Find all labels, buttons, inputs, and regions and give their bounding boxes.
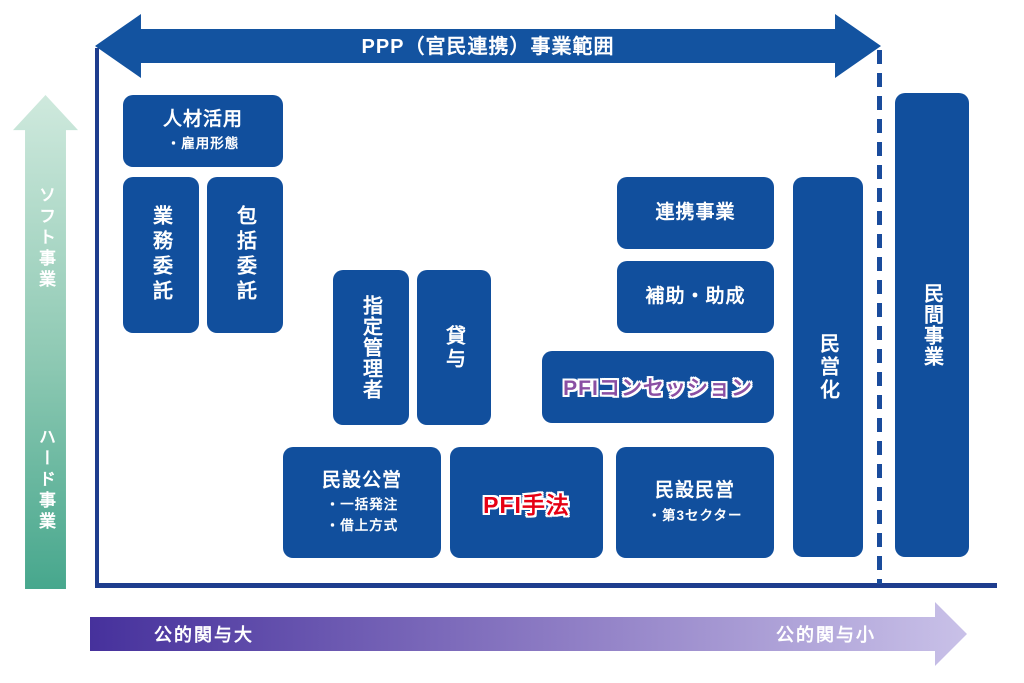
box-title: 連携事業: [655, 202, 736, 224]
box-shitei-kanrisha: 指定管理者: [333, 270, 409, 425]
box-bullet: ・一括発注: [325, 497, 399, 513]
box-minsetsu-minei: 民設民営 ・第3セクター: [616, 447, 774, 558]
box-title: 民設公営: [321, 469, 402, 491]
box-bullet: ・雇用形態: [166, 135, 240, 151]
hard-business-label: ハード事業: [36, 428, 55, 533]
box-title: 民間事業: [920, 283, 943, 367]
box-bullet: ・第3セクター: [647, 507, 743, 523]
box-title: 指定管理者: [359, 295, 382, 400]
box-minsetsu-koei: 民設公営 ・一括発注 ・借上方式: [283, 447, 441, 558]
public-involvement-small-label: 公的関与小: [776, 625, 876, 645]
public-involvement-large-label: 公的関与大: [154, 625, 254, 645]
box-jinzai-katsuyo: 人材活用 ・雇用形態: [123, 95, 283, 167]
box-pfi-shuho: PFI手法: [450, 447, 603, 558]
box-bullet-group: ・一括発注 ・借上方式: [326, 495, 399, 537]
box-hojo-josei: 補助・助成: [617, 261, 774, 333]
chart-border: [95, 48, 997, 588]
box-title: 貸与: [442, 324, 465, 371]
divider-dashed-line: [877, 50, 882, 584]
box-minkan-jigyo: 民間事業: [895, 93, 969, 557]
box-mineika: 民営化: [793, 177, 863, 557]
box-hokatsu-itaku: 包括委託: [207, 177, 283, 333]
box-title: 包括委託: [233, 205, 256, 305]
box-bullet: ・借上方式: [325, 518, 399, 534]
pfi-concession-label: PFIコンセッション: [563, 377, 753, 400]
soft-business-label: ソフト事業: [36, 186, 55, 291]
box-pfi-concession: PFIコンセッション: [542, 351, 774, 423]
box-title: 民設民営: [654, 480, 735, 502]
box-title: 人材活用: [162, 109, 243, 131]
ppp-scope-label: PPP（官民連携）事業範囲: [361, 36, 615, 58]
box-title: 業務委託: [149, 205, 172, 305]
box-renkei-jigyo: 連携事業: [617, 177, 774, 249]
pfi-shuho-label: PFI手法: [483, 491, 570, 518]
box-title: 補助・助成: [645, 286, 746, 308]
box-taiyo: 貸与: [417, 270, 491, 425]
box-bullet-group: ・第3セクター: [648, 506, 743, 527]
box-gyomu-itaku: 業務委託: [123, 177, 199, 333]
box-title: 民営化: [816, 332, 839, 402]
